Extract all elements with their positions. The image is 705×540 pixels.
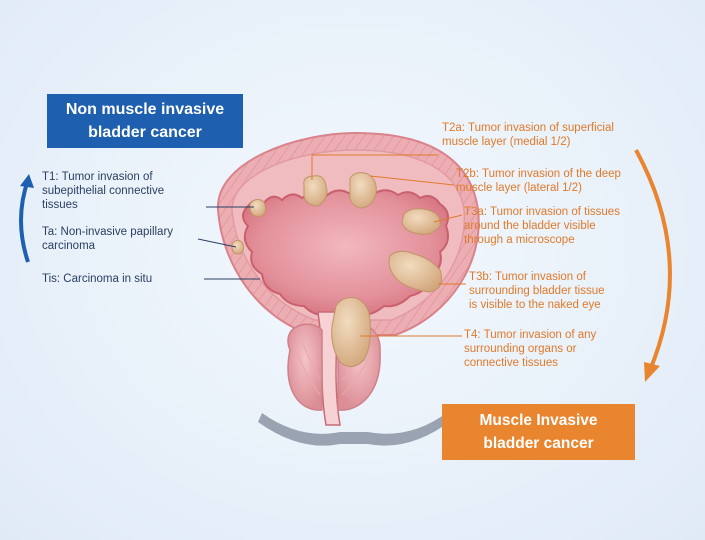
non-muscle-title-line1: Non muscle invasive — [65, 101, 225, 118]
tumor-ta — [231, 239, 245, 255]
label-t3a: T3a: Tumor invasion of tissues around th… — [464, 205, 620, 247]
label-t3b-line2: surrounding bladder tissue — [469, 285, 605, 297]
label-tis-line1: Tis: Carcinoma in situ — [42, 273, 153, 285]
label-t4-line2: surrounding organs or — [464, 343, 577, 355]
leader-t2b — [369, 175, 455, 186]
muscle-title-line2: bladder cancer — [483, 435, 594, 452]
tumor-t2a — [303, 175, 328, 207]
label-t3b-line3: is visible to the naked eye — [469, 299, 601, 311]
label-t2b: T2b: Tumor invasion of the deep muscle l… — [456, 167, 621, 195]
label-ta: Ta: Non-invasive papillary carcinoma — [42, 225, 173, 253]
label-t2b-line2: muscle layer (lateral 1/2) — [456, 182, 582, 194]
label-t4-line1: T4: Tumor invasion of any — [464, 329, 597, 341]
leader-t3a — [433, 214, 463, 223]
label-t4-line3: connective tissues — [464, 357, 558, 369]
muscle-title-line1: Muscle Invasive — [479, 412, 598, 429]
label-t3a-line2: around the bladder visible — [464, 220, 596, 232]
label-t4: T4: Tumor invasion of any surrounding or… — [464, 328, 596, 370]
leader-ta — [197, 238, 237, 248]
label-ta-line1: Ta: Non-invasive papillary — [42, 226, 174, 238]
label-t2a: T2a: Tumor invasion of superficial muscl… — [442, 121, 614, 149]
label-t2a-line1: T2a: Tumor invasion of superficial — [442, 122, 614, 134]
label-t3a-line1: T3a: Tumor invasion of tissues — [464, 206, 620, 218]
non-muscle-invasive-title: Non muscle invasive bladder cancer — [47, 94, 243, 148]
progression-arrow-down — [634, 149, 672, 371]
tumor-t2b — [349, 172, 377, 209]
label-ta-line2: carcinoma — [42, 240, 96, 252]
pelvic-floor — [258, 412, 452, 446]
arrow-head-orange — [644, 362, 660, 382]
leader-t2a — [311, 154, 438, 180]
label-t3b: T3b: Tumor invasion of surrounding bladd… — [469, 270, 605, 312]
tumors — [231, 172, 443, 367]
label-t2a-line2: muscle layer (medial 1/2) — [442, 136, 571, 148]
label-t1-line3: tissues — [42, 199, 78, 211]
muscle-invasive-title: Muscle Invasive bladder cancer — [442, 404, 635, 460]
label-t2b-line1: T2b: Tumor invasion of the deep — [456, 168, 621, 180]
tumor-t3a — [401, 208, 441, 235]
tumor-t4 — [331, 297, 371, 367]
tumor-t1 — [249, 198, 267, 217]
non-muscle-title-line2: bladder cancer — [88, 124, 202, 141]
progression-arrow-up — [19, 179, 30, 263]
label-t1: T1: Tumor invasion of subepithelial conn… — [42, 170, 164, 212]
label-tis: Tis: Carcinoma in situ — [42, 272, 152, 286]
label-t1-line1: T1: Tumor invasion of — [42, 171, 153, 183]
prostate — [287, 323, 323, 411]
arrow-head-blue — [20, 174, 34, 188]
label-t3b-line1: T3b: Tumor invasion of — [469, 271, 586, 283]
label-t3a-line3: through a microscope — [464, 234, 575, 246]
label-t1-line2: subepithelial connective — [42, 185, 165, 197]
